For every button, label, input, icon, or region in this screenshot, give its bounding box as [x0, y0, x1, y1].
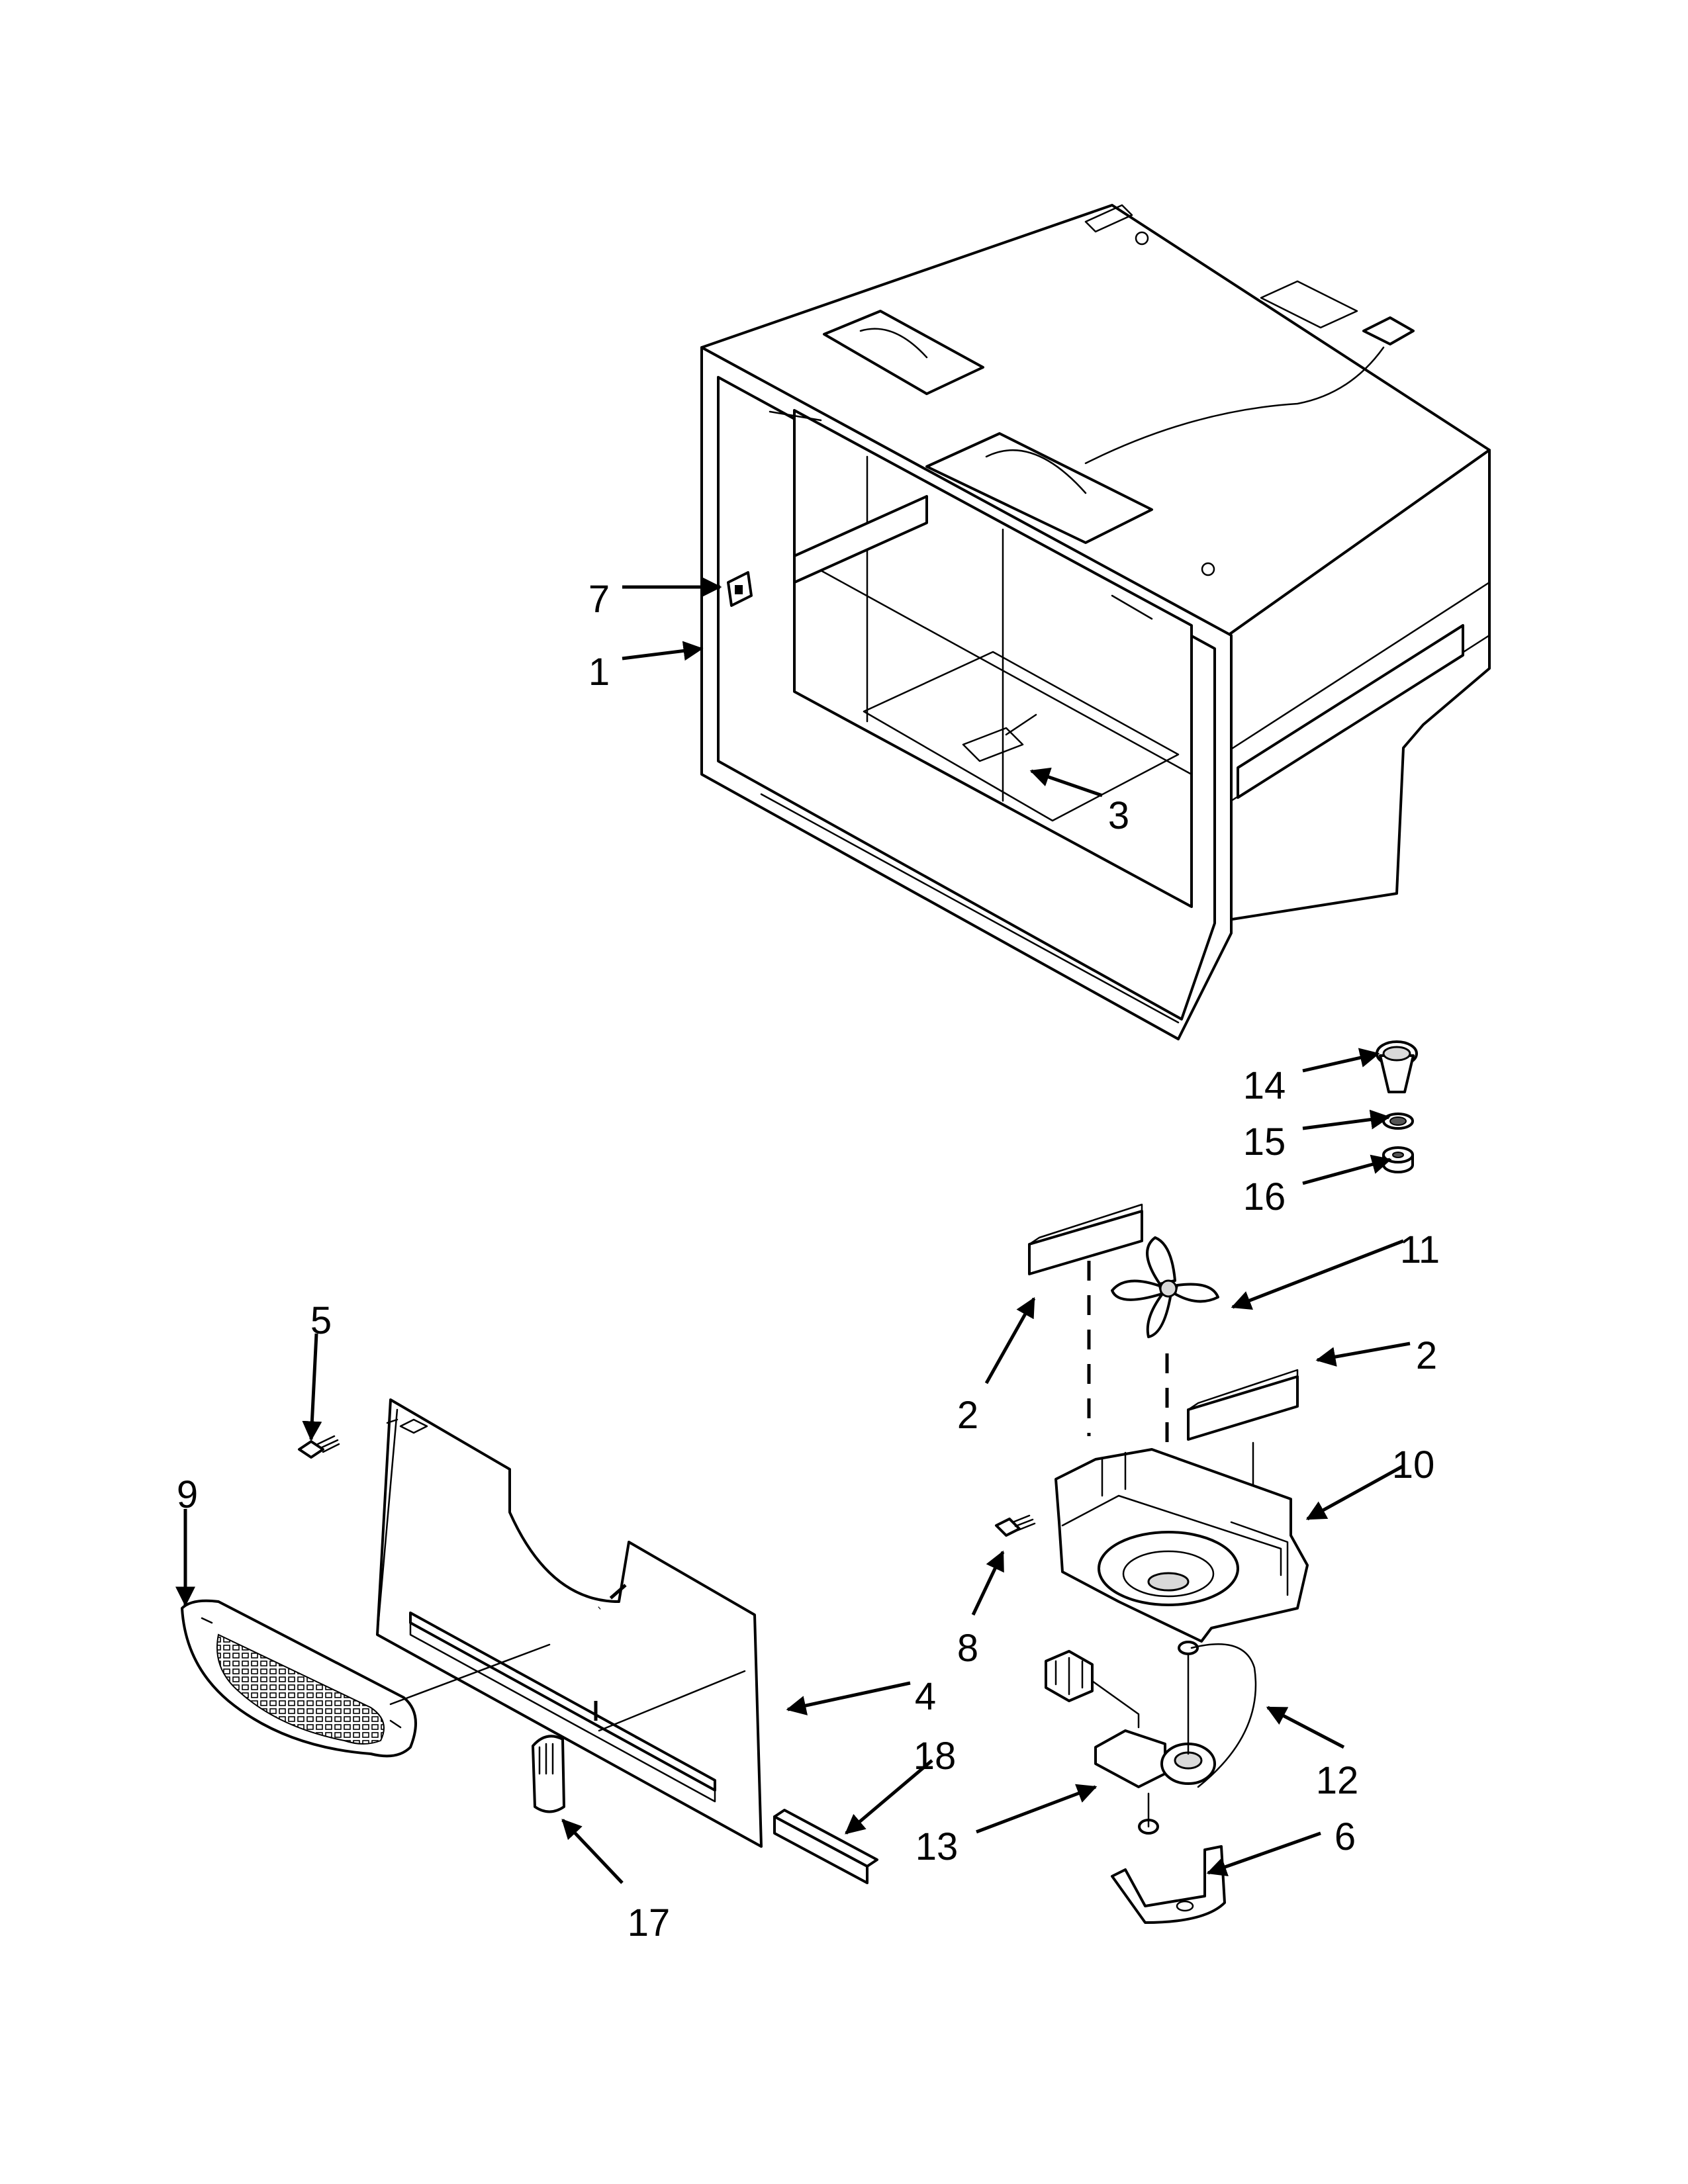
callout-8: 8: [957, 1627, 978, 1670]
cap-seal-bearing-parts: [1376, 1040, 1418, 1173]
fan-blade-part: [1111, 1236, 1219, 1338]
leader-arrow-c1: [622, 641, 704, 661]
leader-arrow-c4: [786, 1681, 911, 1715]
screw-part-8: [995, 1514, 1036, 1537]
callout-17: 17: [628, 1901, 671, 1944]
leader-arrow-c5: [302, 1333, 322, 1441]
grille-to-panel-line: [389, 1643, 746, 1732]
grille-part: [181, 1599, 417, 1758]
callout-labels: 7 1 3 14 15 16 11 2 2 5 9 10 8 4 18 12 1…: [177, 578, 1440, 1944]
callout-16: 16: [1243, 1175, 1286, 1218]
leader-arrow-c10: [1305, 1464, 1405, 1521]
foam-pad-upper-part: [1028, 1203, 1143, 1275]
leader-arrow-c18: [845, 1759, 933, 1835]
freezer-compartment-part: [700, 204, 1491, 1040]
leader-arrow-c16: [1302, 1154, 1392, 1185]
callout-18: 18: [914, 1735, 957, 1778]
callout-4: 4: [915, 1675, 936, 1718]
callout-11: 11: [1400, 1228, 1440, 1271]
fan-motor-part: [1045, 1641, 1257, 1835]
foam-pad-lower-part: [1187, 1369, 1299, 1441]
leader-arrow-c17: [561, 1819, 624, 1884]
motor-bracket-part: [1111, 1845, 1226, 1924]
callout-6: 6: [1335, 1815, 1356, 1858]
leader-arrow-c6: [1206, 1831, 1321, 1876]
leader-arrow-c2b: [1315, 1342, 1411, 1367]
leader-arrow-c14: [1302, 1048, 1380, 1073]
callout-2-left: 2: [957, 1394, 978, 1437]
callout-7: 7: [588, 578, 610, 621]
leader-arrow-c12: [1266, 1706, 1345, 1749]
callout-3: 3: [1108, 794, 1129, 837]
screw-part-5: [298, 1435, 340, 1459]
fan-housing-part: [1055, 1448, 1309, 1643]
leader-arrow-c8: [971, 1550, 1005, 1616]
leader-arrow-c15: [1302, 1109, 1391, 1130]
callout-14: 14: [1243, 1064, 1286, 1107]
foam-strip-part: [773, 1809, 878, 1884]
panel-part: [376, 1398, 763, 1848]
callout-15: 15: [1243, 1120, 1286, 1163]
callout-2-right: 2: [1416, 1334, 1437, 1377]
sensor-part-17: [532, 1735, 565, 1813]
callout-10: 10: [1392, 1443, 1435, 1486]
leader-arrow-c2a: [984, 1297, 1036, 1385]
callout-13: 13: [915, 1825, 959, 1868]
callout-12: 12: [1316, 1759, 1359, 1802]
callout-5: 5: [310, 1299, 332, 1342]
callout-1: 1: [588, 651, 610, 694]
leader-arrow-c13: [976, 1784, 1098, 1834]
callout-leader-arrows: [175, 577, 1411, 1884]
callout-9: 9: [177, 1473, 198, 1516]
leader-arrow-c3: [1029, 767, 1103, 797]
leader-arrow-c11: [1231, 1239, 1404, 1310]
